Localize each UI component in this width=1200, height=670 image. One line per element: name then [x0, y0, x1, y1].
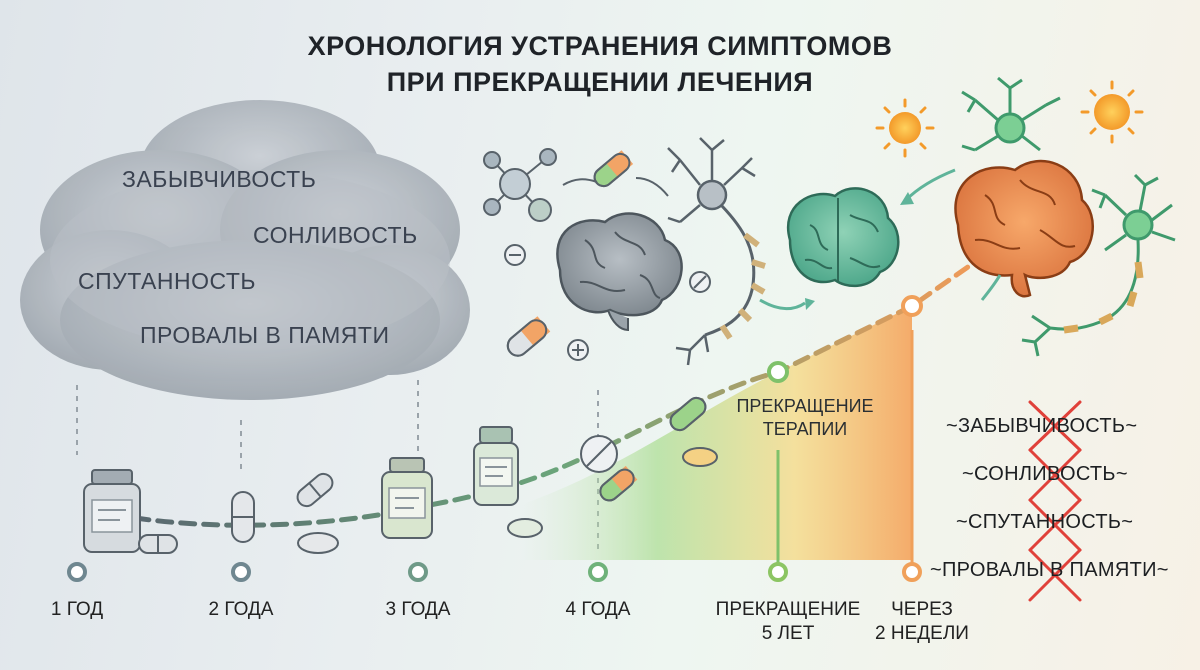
cloud-symptom: СОНЛИВОСТЬ	[253, 222, 418, 248]
cloud-symptom: СПУТАННОСТЬ	[78, 268, 256, 294]
tablet-icon	[682, 447, 718, 467]
capsule-icon	[296, 472, 334, 508]
capsule-icon	[669, 396, 707, 432]
tick-label: 2 ГОДА	[208, 599, 274, 620]
flow-arrow	[635, 177, 669, 197]
capsule-icon	[231, 491, 255, 543]
molecule-icon	[483, 148, 557, 222]
timeline-nodes	[67, 562, 922, 582]
capsule-icon	[593, 150, 634, 188]
resolved-symptom: ~СПУТАННОСТЬ~	[956, 511, 1134, 533]
title-line-2: ПРИ ПРЕКРАЩЕНИИ ЛЕЧЕНИЯ	[386, 67, 814, 97]
bottle-icon	[381, 457, 433, 539]
neuron-green-icon	[1021, 173, 1176, 357]
brain-orange-icon	[954, 159, 1094, 298]
title-line-1: ХРОНОЛОГИЯ УСТРАНЕНИЯ СИМПТОМОВ	[307, 31, 893, 61]
symptom-cloud	[20, 100, 470, 400]
resolved-symptom: ~СОНЛИВОСТЬ~	[962, 463, 1128, 485]
resolved-symptom: ~ПРОВАЛЫ В ПАМЯТИ~	[930, 559, 1169, 581]
tick-label: 1 ГОД	[50, 599, 104, 620]
brain-gray-icon	[556, 212, 683, 332]
tablet-icon	[507, 518, 543, 538]
sun-icon	[875, 98, 935, 158]
recovery-curve	[132, 259, 978, 528]
neuron-gray-icon	[667, 137, 766, 366]
capsule-icon	[599, 465, 638, 502]
brain-green-icon	[786, 187, 900, 287]
tick-label: ПРЕКРАЩЕНИЕ 5 ЛЕТ	[715, 599, 861, 644]
arrow-head-icon	[900, 192, 914, 205]
tick-label: 4 ГОДА	[565, 599, 631, 620]
flow-arrow	[562, 178, 598, 186]
tablet-icon	[297, 532, 339, 554]
flow-arrow	[904, 168, 956, 202]
resolved-symptom: ~ЗАБЫВЧИВОСТЬ~	[946, 415, 1138, 437]
sun-icon	[1080, 80, 1144, 144]
blocked-pill-icon	[580, 435, 618, 473]
tick-label: ЧЕРЕЗ 2 НЕДЕЛИ	[875, 599, 969, 644]
neuron-green-icon	[961, 76, 1061, 152]
curve-node-recovery	[901, 295, 923, 317]
capsule-icon	[506, 316, 551, 357]
cloud-symptom: ПРОВАЛЫ В ПАМЯТИ	[140, 322, 390, 348]
therapy-stop-label: ПРЕКРАЩЕНИЕ ТЕРАПИИ	[736, 396, 874, 439]
cloud-symptom: ЗАБЫВЧИВОСТЬ	[122, 166, 317, 192]
capsule-icon	[138, 534, 178, 554]
page-title: ХРОНОЛОГИЯ УСТРАНЕНИЯ СИМПТОМОВ ПРИ ПРЕК…	[0, 28, 1200, 100]
arrow-head-icon	[805, 298, 815, 310]
bottle-icon	[473, 426, 519, 506]
cross-out-marks	[1028, 400, 1082, 602]
flow-arrow	[759, 298, 806, 311]
bottle-icon	[83, 469, 141, 553]
tick-label: 3 ГОДА	[385, 599, 451, 620]
inhibit-symbols	[504, 244, 711, 361]
curve-node-stop	[767, 361, 789, 383]
flow-arrow	[980, 274, 1002, 301]
